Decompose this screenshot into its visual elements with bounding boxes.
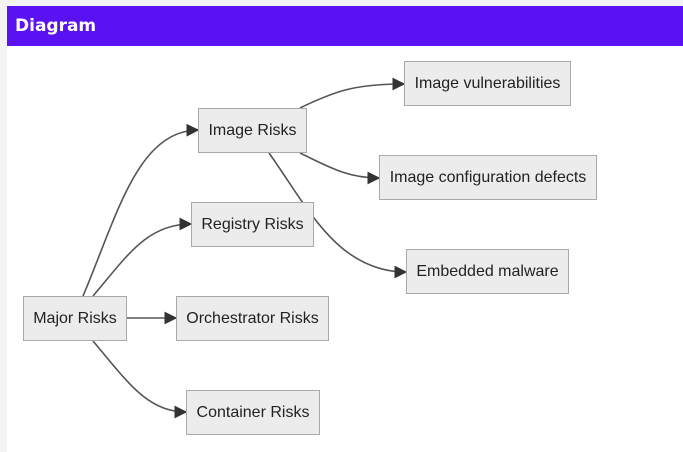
node-orchestrator-risks[interactable]: Orchestrator Risks: [176, 296, 329, 341]
node-label: Embedded malware: [416, 262, 559, 280]
node-container-risks[interactable]: Container Risks: [186, 390, 320, 435]
node-label: Image vulnerabilities: [414, 74, 561, 92]
edge-image-malware: [268, 152, 408, 279]
edge-major-image: [82, 123, 200, 297]
node-registry-risks[interactable]: Registry Risks: [191, 202, 314, 247]
node-label: Registry Risks: [201, 215, 304, 233]
node-label: Container Risks: [196, 403, 310, 421]
panel-title: Diagram: [15, 16, 97, 36]
diagram-canvas: Major Risks Image Risks Registry Risks O…: [7, 46, 683, 452]
node-image-vulnerabilities[interactable]: Image vulnerabilities: [404, 61, 571, 106]
edge-major-container: [92, 340, 188, 419]
panel-header: Diagram: [7, 6, 683, 46]
node-label: Image Risks: [208, 121, 297, 139]
node-major-risks[interactable]: Major Risks: [23, 296, 127, 341]
edge-major-registry: [92, 217, 193, 297]
node-label: Orchestrator Risks: [186, 309, 319, 327]
edge-image-config: [299, 152, 381, 185]
edge-image-vuln: [299, 77, 406, 109]
node-image-configuration-defects[interactable]: Image configuration defects: [379, 155, 597, 200]
node-embedded-malware[interactable]: Embedded malware: [406, 249, 569, 294]
node-label: Image configuration defects: [389, 168, 587, 186]
node-image-risks[interactable]: Image Risks: [198, 108, 307, 153]
node-label: Major Risks: [33, 309, 117, 327]
diagram-edges: [82, 77, 408, 419]
